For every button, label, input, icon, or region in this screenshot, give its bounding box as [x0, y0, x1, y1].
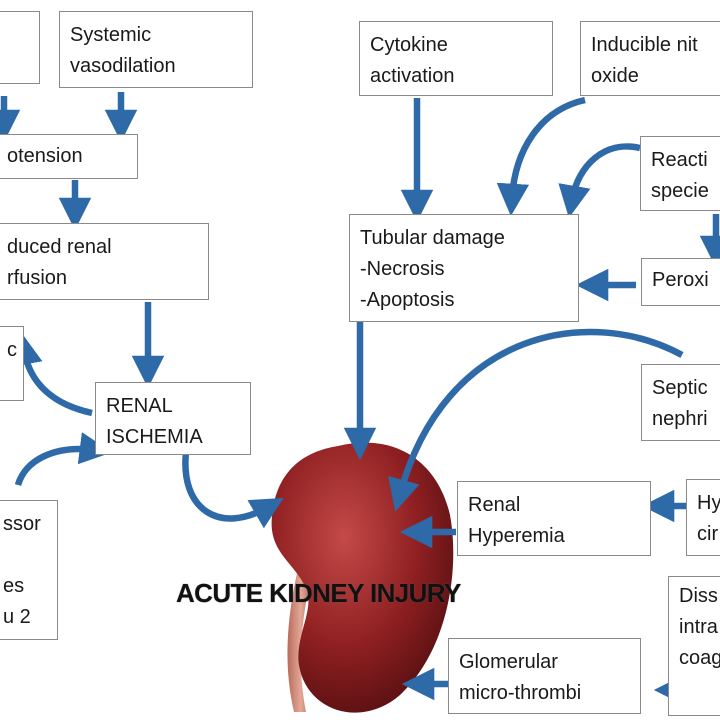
diagram-title: ACUTE KIDNEY INJURY [176, 578, 461, 608]
box-left-partial: c [0, 326, 24, 401]
arrow-septic-to-kidney [388, 328, 684, 512]
vasoconstrictor-line-1: ssor [3, 513, 41, 535]
arrow-vasoconstrictor-to-ischemia [14, 432, 113, 487]
cytokine-activation-line-1: Cytokine [370, 34, 448, 56]
box-inducible-nitric-oxide: Inducible nit oxide [580, 21, 720, 96]
hypotension-text: otension [7, 145, 83, 167]
vasoconstrictor-line-3: es [3, 575, 25, 597]
box-hy-cir: Hy cir [686, 479, 720, 556]
box-renal-ischemia: RENAL ISCHEMIA [95, 382, 251, 455]
box-cytokine-activation: Cytokine activation [359, 21, 553, 96]
vasoconstrictor-line-2 [3, 540, 47, 571]
septic-nephritis-line-2: nephri [652, 408, 708, 430]
box-cutoff-top-left [0, 11, 40, 84]
box-hypotension: otension [0, 134, 138, 179]
systemic-vasodilation-line-2: vasodilation [70, 55, 176, 77]
box-reactive-species: Reacti specie [640, 136, 720, 211]
septic-nephritis-line-1: Septic [652, 377, 708, 399]
left-partial-text: c [7, 339, 17, 361]
tubular-damage-line-2: -Necrosis [360, 258, 445, 280]
hy-cir-line-1: Hy [697, 492, 720, 514]
arrow-ischemia-to-kidney [182, 451, 284, 529]
box-renal-hyperemia: Renal Hyperemia [457, 481, 651, 556]
disseminated-coag-line-2: intra [679, 616, 718, 638]
reactive-species-line-2: specie [651, 180, 709, 202]
box-septic-nephritis: Septic nephri [641, 364, 720, 441]
arrow-reactive-to-tubular [558, 143, 641, 218]
renal-hyperemia-line-2: Hyperemia [468, 525, 565, 547]
tubular-damage-line-3: -Apoptosis [360, 289, 455, 311]
glomerular-microthrombi-line-1: Glomerular [459, 651, 558, 673]
box-tubular-damage: Tubular damage -Necrosis -Apoptosis [349, 214, 579, 322]
box-disseminated-coag: Diss intra coag [668, 576, 720, 716]
glomerular-microthrombi-line-2: micro-thrombi [459, 682, 582, 704]
ureter [287, 560, 314, 712]
inducible-nitric-oxide-line-2: oxide [591, 65, 639, 87]
box-glomerular-microthrombi: Glomerular micro-thrombi [448, 638, 641, 714]
box-peroxi: Peroxi [641, 258, 720, 306]
disseminated-coag-line-1: Diss [679, 585, 718, 607]
renal-ischemia-line-1: RENAL [106, 395, 173, 417]
arrow-inos-to-tubular [496, 96, 586, 217]
peroxi-text: Peroxi [652, 269, 709, 291]
arrows [0, 92, 720, 707]
hy-cir-line-2: cir [697, 523, 719, 545]
vasoconstrictor-line-4: u 2 [3, 606, 31, 628]
box-reduced-renal-perfusion: duced renal rfusion [0, 223, 209, 300]
box-systemic-vasodilation: Systemic vasodilation [59, 11, 253, 88]
cytokine-activation-line-2: activation [370, 65, 455, 87]
systemic-vasodilation-line-1: Systemic [70, 24, 152, 46]
inducible-nitric-oxide-line-1: Inducible nit [591, 34, 698, 56]
disseminated-coag-line-3: coag [679, 647, 720, 669]
box-vasoconstrictor: ssor es u 2 [0, 500, 58, 640]
reactive-species-line-1: Reacti [651, 149, 708, 171]
renal-hyperemia-line-1: Renal [468, 494, 521, 516]
reduced-renal-perfusion-line-1: duced renal [7, 236, 112, 258]
arrow-ischemia-to-left-box [10, 332, 93, 417]
reduced-renal-perfusion-line-2: rfusion [7, 267, 68, 289]
renal-ischemia-line-2: ISCHEMIA [106, 426, 203, 448]
tubular-damage-line-1: Tubular damage [360, 227, 505, 249]
